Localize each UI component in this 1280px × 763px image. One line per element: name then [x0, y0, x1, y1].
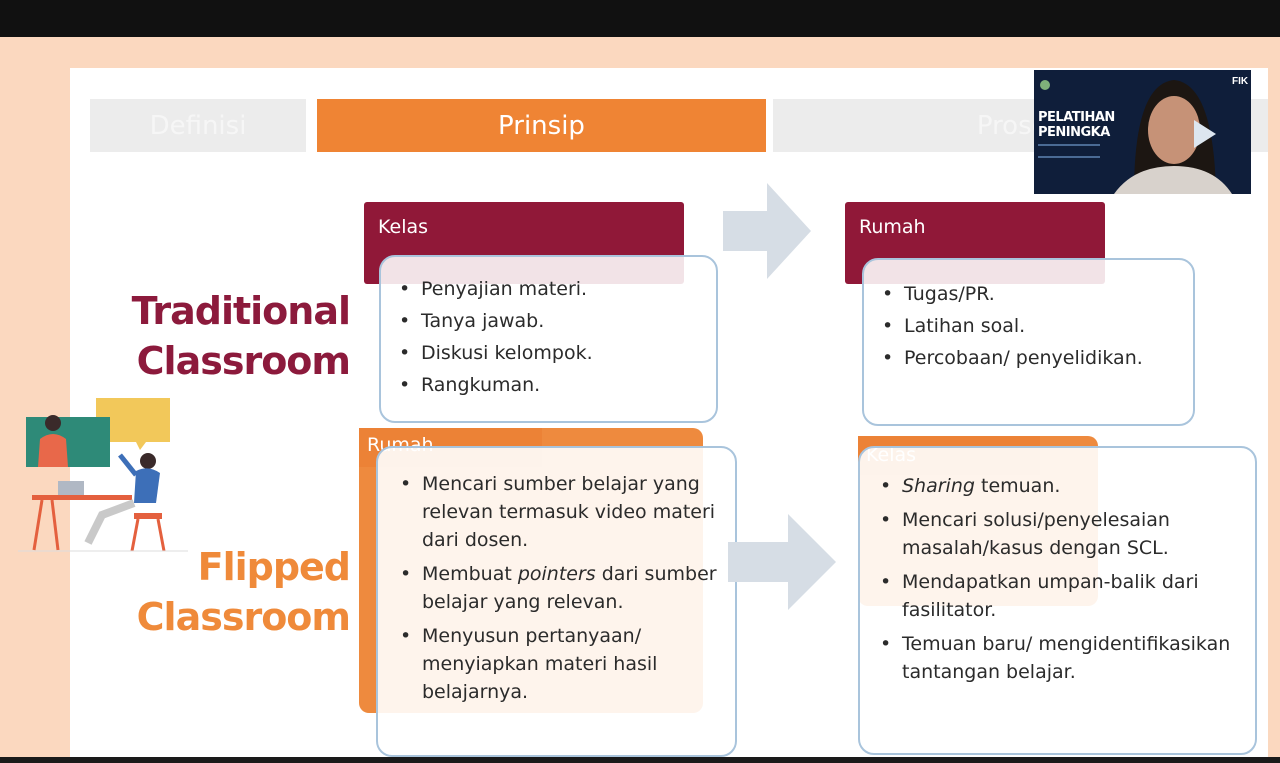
video-logo-text: FIK	[1232, 76, 1249, 87]
arrow-right-icon	[728, 514, 836, 610]
traditional-heading-line1: Traditional	[131, 289, 351, 333]
list-item: Membuat pointers dari sumber belajar yan…	[396, 560, 723, 616]
arrow-right-icon	[723, 183, 811, 279]
traditional-rumah-list: Tugas/PR. Latihan soal. Percobaan/ penye…	[878, 278, 1193, 374]
list-item: Latihan soal.	[878, 310, 1193, 342]
list-item: Mencari sumber belajar yang relevan term…	[396, 470, 723, 554]
flipped-rumah-card: Mencari sumber belajar yang relevan term…	[376, 446, 737, 757]
list-item: Menyusun pertanyaan/ menyiapkan materi h…	[396, 622, 723, 706]
traditional-kelas-list: Penyajian materi. Tanya jawab. Diskusi k…	[395, 273, 716, 401]
list-item: Rangkuman.	[395, 369, 716, 401]
flipped-rumah-list: Mencari sumber belajar yang relevan term…	[396, 470, 723, 706]
speaker-avatar	[1114, 80, 1232, 194]
flipped-heading-line1: Flipped	[197, 545, 351, 589]
list-item: Mencari solusi/penyelesaian masalah/kasu…	[876, 506, 1243, 562]
video-title-line2: PENINGKA	[1038, 125, 1110, 140]
list-item: Sharing temuan.	[876, 472, 1243, 500]
list-item: Temuan baru/ mengidentifikasikan tantang…	[876, 630, 1243, 686]
flipped-kelas-card: Sharing temuan. Mencari solusi/penyelesa…	[858, 446, 1257, 755]
list-item-text: dari sumber belajar yang relevan.	[422, 563, 717, 613]
flipped-classroom-heading: Flipped Classroom	[100, 542, 351, 642]
list-item: Percobaan/ penyelidikan.	[878, 342, 1193, 374]
flipped-kelas-list: Sharing temuan. Mencari solusi/penyelesa…	[876, 472, 1243, 686]
top-black-bar	[0, 0, 1280, 37]
traditional-heading-line2: Classroom	[136, 339, 351, 383]
tab-prinsip: Prinsip	[317, 99, 766, 152]
list-item-emphasis: pointers	[517, 563, 596, 585]
video-subtitle-lines	[1038, 144, 1100, 158]
speaker-video-overlay[interactable]: FIK PELATIHAN PENINGKA	[1034, 70, 1251, 194]
traditional-rumah-card: Tugas/PR. Latihan soal. Percobaan/ penye…	[862, 258, 1195, 426]
teacher-student-illustration	[18, 398, 188, 552]
video-title-line1: PELATIHAN	[1038, 110, 1115, 125]
video-chevron-icon	[1194, 120, 1216, 148]
list-item-emphasis: Sharing	[902, 475, 975, 497]
video-badge-icon	[1040, 80, 1050, 90]
tab-definisi: Definisi	[90, 99, 306, 152]
bottom-black-bar	[0, 757, 1280, 763]
list-item: Tanya jawab.	[395, 305, 716, 337]
list-item: Diskusi kelompok.	[395, 337, 716, 369]
flipped-heading-line2: Classroom	[136, 595, 351, 639]
list-item-text: temuan.	[974, 475, 1061, 497]
list-item: Mendapatkan umpan-balik dari fasilitator…	[876, 568, 1243, 624]
list-item: Tugas/PR.	[878, 278, 1193, 310]
list-item-text: Membuat	[422, 563, 518, 585]
traditional-kelas-card: Penyajian materi. Tanya jawab. Diskusi k…	[379, 255, 718, 423]
list-item: Penyajian materi.	[395, 273, 716, 305]
traditional-classroom-heading: Traditional Classroom	[100, 286, 351, 386]
